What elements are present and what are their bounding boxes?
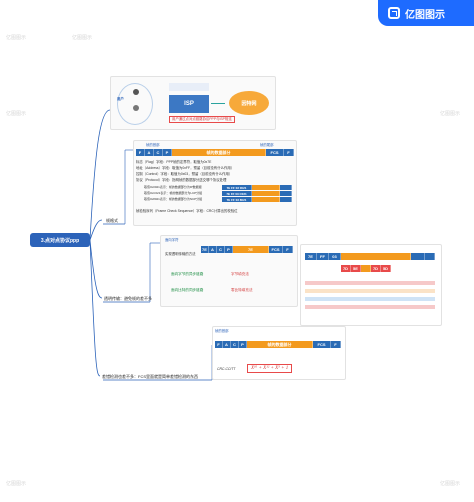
frame-format-card[interactable]: 帧的首部 帧的尾部 F A C P 帧的数据部分 FCS F 标志（Flag）字… [133, 140, 297, 226]
field-control: C [154, 149, 163, 156]
desc-line: 取值0xC021表示：帧的数据部分为LCP分组 [144, 191, 203, 195]
field-flag-end: F [284, 149, 294, 156]
isp-card[interactable]: 用户 ISP 因特网 用户通过点对点链路协议PPP与ISP相连 [110, 76, 276, 130]
desc-line: 协议（Protocol）字段：指明帧的数据部分送交哪个协议处理 [136, 178, 227, 182]
zero-bit-method: 零比特填充法 [231, 288, 253, 292]
desc-line: 取值0x8021表示：帧的数据部分为NCP分组 [144, 197, 203, 201]
isp-caption: 用户通过点对点链路协议PPP与ISP相连 [169, 116, 235, 124]
branch-error-detect[interactable]: 差错检测也差不多：FCS里面就是简单差错检测的东西 [102, 374, 198, 379]
formula-label: CRC-CCITT [217, 367, 236, 371]
watermark: 亿图图示 [6, 481, 27, 487]
escape-frame: 7E FF 03 [305, 253, 435, 260]
escape-example-card[interactable]: 7E FF 03 7D 5E 7D 5D [300, 244, 442, 326]
provider-logos [169, 83, 209, 91]
escape-method: 字节填充法 [231, 272, 249, 276]
watermark: 亿图图示 [72, 35, 93, 41]
field-fcs: FCS [266, 149, 284, 156]
example-row: 7E FF 03 C021 [222, 191, 292, 196]
link-arrow [211, 103, 225, 104]
user-ring [117, 83, 153, 125]
root-node[interactable]: 3.点对点协议ppp [30, 233, 90, 247]
bit-row [305, 305, 435, 309]
field-data: 帧的数据部分 [172, 149, 266, 156]
method-label: 面向比特的同步链路 [171, 288, 204, 292]
desc-line: 帧检验序列（Frame Check Sequence）字段：CRC计算出的校验位 [136, 209, 238, 213]
left-label: 实现透明传输的方法 [165, 252, 196, 256]
person-icon [133, 105, 139, 111]
left-label: 面向字符 [165, 238, 179, 242]
error-detect-card[interactable]: 帧的首部 F A C P 帧的数据部分 FCS F CRC-CCITT X¹⁶ … [212, 326, 346, 380]
brand-badge[interactable]: 亿图图示 [378, 0, 474, 26]
isp-box: ISP [169, 95, 209, 113]
watermark: 亿图图示 [6, 35, 27, 41]
header-label: 帧的首部 [146, 143, 160, 147]
error-frame: F A C P 帧的数据部分 FCS F [215, 341, 341, 348]
transparent-frame: 7E A C P 7E FCS F [201, 246, 293, 253]
desc-line: 标志（Flag）字段：PPP帧的定界符，取值为0x7E [136, 160, 212, 164]
field-flag: F [136, 149, 145, 156]
desc-line: 地址（Address）字段：取值为0xFF，预留（目前没有什么作用） [136, 166, 235, 170]
branch-transparent[interactable]: 透明传输：避免帧的差不多 [104, 296, 152, 301]
person-icon [133, 89, 139, 95]
bit-row [305, 289, 435, 293]
crc-formula: X¹⁶ + X¹² + X⁵ + 1 [247, 364, 293, 373]
user-label: 用户 [117, 97, 124, 101]
example-row: 7E FF 03 8021 [222, 197, 292, 202]
branch-frame-format[interactable]: 帧格式 [106, 218, 118, 223]
example-row: 7E FF 03 0021 [222, 185, 292, 190]
bit-row [305, 297, 435, 301]
frame-fields: F A C P 帧的数据部分 FCS F [136, 149, 294, 156]
field-address: A [145, 149, 154, 156]
watermark: 亿图图示 [440, 111, 461, 117]
watermark: 亿图图示 [440, 481, 461, 487]
desc-line: 控制（Control）字段：取值为0x03，预留（目前没有什么作用） [136, 172, 233, 176]
error-title: 帧的首部 [215, 329, 229, 333]
escape-seq: 7D 5E 7D 5D [341, 265, 401, 272]
watermark: 亿图图示 [6, 111, 27, 117]
bit-row [305, 281, 435, 285]
method-label: 面向字节的异步链路 [171, 272, 204, 276]
field-protocol: P [163, 149, 172, 156]
internet-cloud: 因特网 [229, 91, 269, 115]
desc-line: 取值0x0021表示：帧的数据部分为IP数据报 [144, 185, 202, 189]
transparent-card[interactable]: 面向字符 7E A C P 7E FCS F 实现透明传输的方法 面向字节的异步… [160, 235, 298, 307]
brand-logo-icon [388, 7, 400, 19]
brand-name: 亿图图示 [405, 9, 445, 21]
trailer-label: 帧的尾部 [260, 143, 274, 147]
